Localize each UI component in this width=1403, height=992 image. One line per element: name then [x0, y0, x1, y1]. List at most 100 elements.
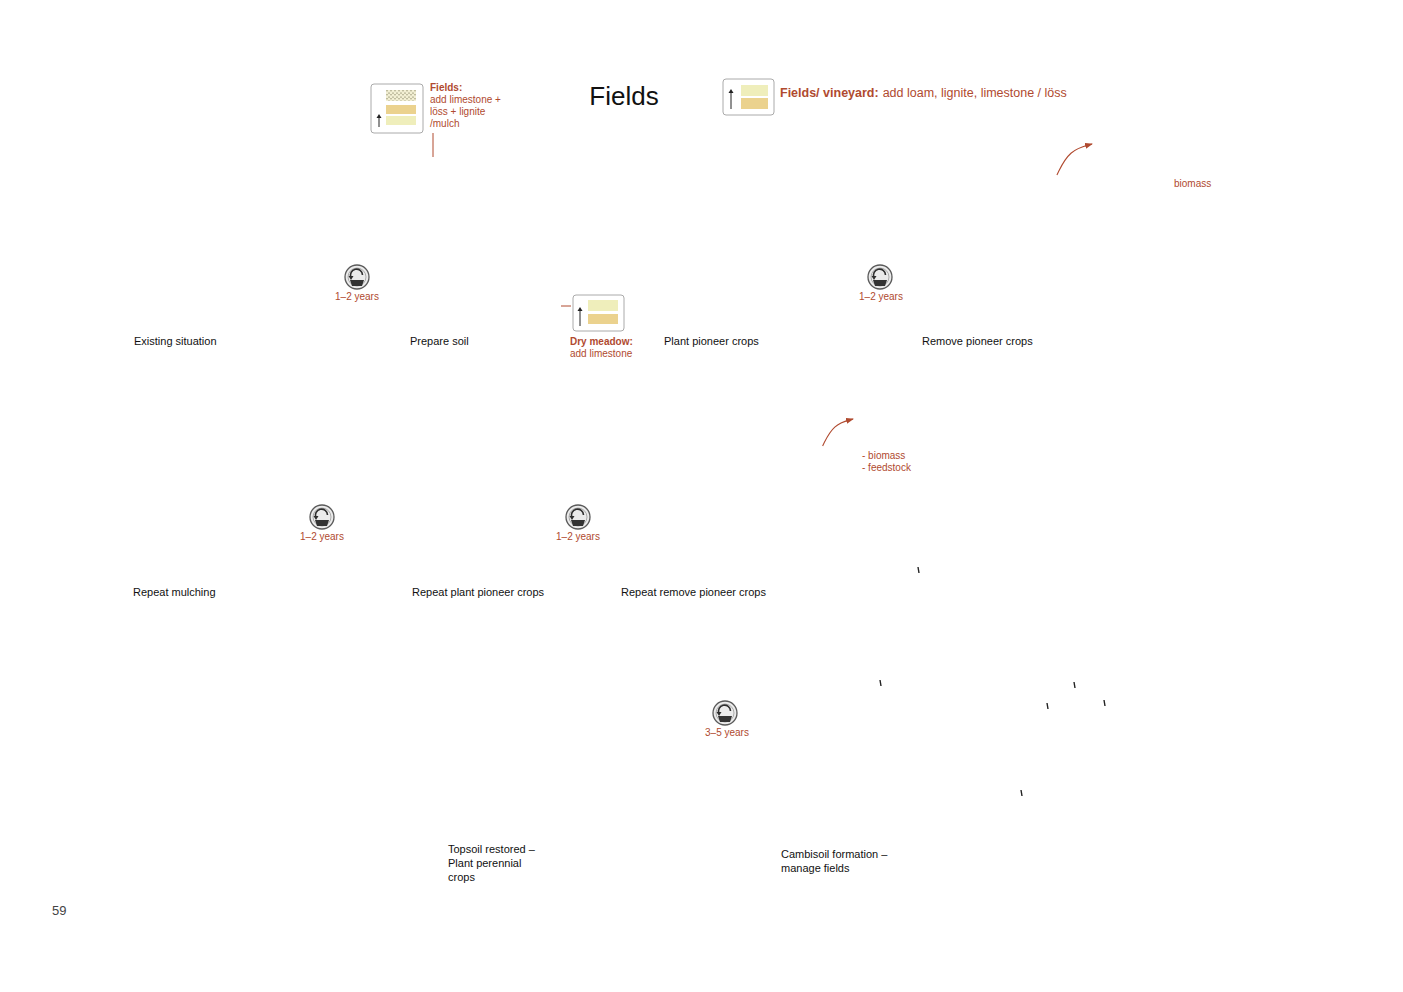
duration-clock-icon — [566, 505, 590, 529]
soil-block-drawing — [395, 142, 622, 328]
layer-line — [395, 210, 622, 312]
layer-line — [137, 224, 363, 326]
soil-layer — [364, 504, 509, 560]
callout-heading: Dry meadow: — [570, 336, 633, 348]
terrace-band — [348, 175, 616, 258]
mulch-grid-line — [171, 402, 269, 524]
soil-layer — [452, 765, 597, 815]
block-outline — [452, 656, 678, 829]
soil-layer — [1067, 210, 1148, 327]
clock-inner — [871, 268, 889, 286]
terrace-band — [812, 158, 1079, 241]
terrace-band — [974, 202, 1237, 284]
mulch-grid-line — [137, 393, 235, 515]
crop-hatch — [778, 548, 1201, 829]
top-surface — [812, 153, 1237, 294]
mulch-grid-line — [438, 157, 536, 280]
layer-line — [622, 461, 850, 564]
terrace-band — [554, 158, 821, 241]
block-edge — [364, 440, 590, 542]
terrace-band — [575, 426, 844, 510]
layer-line — [452, 702, 678, 804]
soil-layer — [922, 273, 1067, 326]
clock-arrow-head — [570, 516, 575, 520]
mulch-fill — [395, 153, 622, 294]
biomass-box: biomass — [1097, 113, 1192, 175]
duration-clock-icon — [868, 265, 892, 289]
biomass-stipple — [858, 388, 953, 450]
block-edge — [767, 546, 768, 578]
terrace-band — [875, 655, 1366, 803]
mulch-grid-line — [223, 416, 321, 538]
soil-layer — [1049, 659, 1201, 888]
stage-caption: Existing situation — [134, 334, 334, 348]
duration-clock-icon — [310, 505, 334, 529]
block-edge — [664, 192, 890, 294]
biomass-box: - biomass- feedstock — [858, 388, 953, 450]
pioneer-crop-stipple — [664, 153, 890, 294]
terrace-band — [406, 191, 674, 274]
block-edge — [622, 444, 850, 547]
block-edge — [452, 695, 678, 797]
callout-icon-box — [723, 79, 774, 115]
block-edge — [281, 295, 282, 327]
clock-inner — [348, 268, 366, 286]
label-group: 3–5 years — [677, 727, 777, 739]
top-surface — [342, 656, 767, 797]
mulch-grid-line — [108, 477, 282, 524]
layer-line — [137, 210, 363, 312]
layer-line — [922, 224, 1148, 326]
leader-line — [433, 133, 434, 157]
soil-layer — [597, 695, 678, 804]
soil-layer — [1067, 192, 1148, 312]
soil-layer — [778, 751, 1049, 855]
stage-caption: Topsoil restored – Plant perennial crops — [448, 842, 548, 884]
mulch-stipple — [111, 394, 338, 535]
terrace-band — [284, 158, 552, 241]
mulch-grid-line — [188, 407, 286, 529]
stage-caption: Repeat mulching — [133, 585, 333, 599]
biomass-stipple-box — [858, 388, 953, 450]
surface — [778, 548, 1201, 829]
mulch-grid-line — [205, 411, 303, 533]
soil-grain — [778, 751, 1049, 855]
clock-rim — [713, 701, 737, 725]
surface — [364, 401, 590, 542]
stage-caption: Remove pioneer crops — [922, 334, 1122, 348]
stage-block: Prepare soil — [395, 142, 622, 328]
block-outline — [395, 153, 622, 326]
leader-line — [561, 306, 571, 307]
stage-block: Repeat plant pioneer crops — [364, 390, 590, 576]
layer-line — [111, 464, 338, 566]
terrace-band — [447, 202, 711, 284]
duration-label: 3–5 years — [677, 727, 777, 739]
top-surface — [572, 548, 1367, 829]
terrace-band — [572, 560, 1072, 711]
clock-machine — [873, 280, 887, 286]
mulch-grid-line — [427, 193, 601, 240]
mulch-stipple — [395, 153, 622, 294]
layer-line — [778, 691, 1201, 888]
field-post — [1074, 682, 1075, 688]
title-holder: Fields — [540, 81, 708, 111]
clock-arrow-head — [717, 712, 722, 716]
mulch-grid-line — [154, 398, 252, 520]
stage-block: Topsoil restored – Plant perennial crops — [452, 645, 678, 831]
biomass-stipple-box — [1097, 113, 1192, 175]
duration-label: 1–2 years — [272, 531, 372, 543]
mulch-grid-line — [120, 389, 218, 511]
block-edge — [137, 192, 363, 294]
label-group: 1–2 years — [272, 531, 372, 543]
soil-block-drawing — [622, 393, 850, 580]
soil-block-drawing — [452, 645, 678, 831]
block-edge — [1066, 295, 1067, 327]
surface — [137, 153, 363, 294]
clock-arrow-head — [349, 276, 354, 280]
surface — [922, 153, 1148, 294]
soil-block-drawing — [922, 142, 1148, 328]
terrace-band — [254, 406, 521, 489]
soil-layer — [1049, 632, 1201, 836]
soil-layer — [597, 713, 678, 830]
terrace-band — [27, 158, 294, 241]
terrace-band — [876, 175, 1143, 258]
